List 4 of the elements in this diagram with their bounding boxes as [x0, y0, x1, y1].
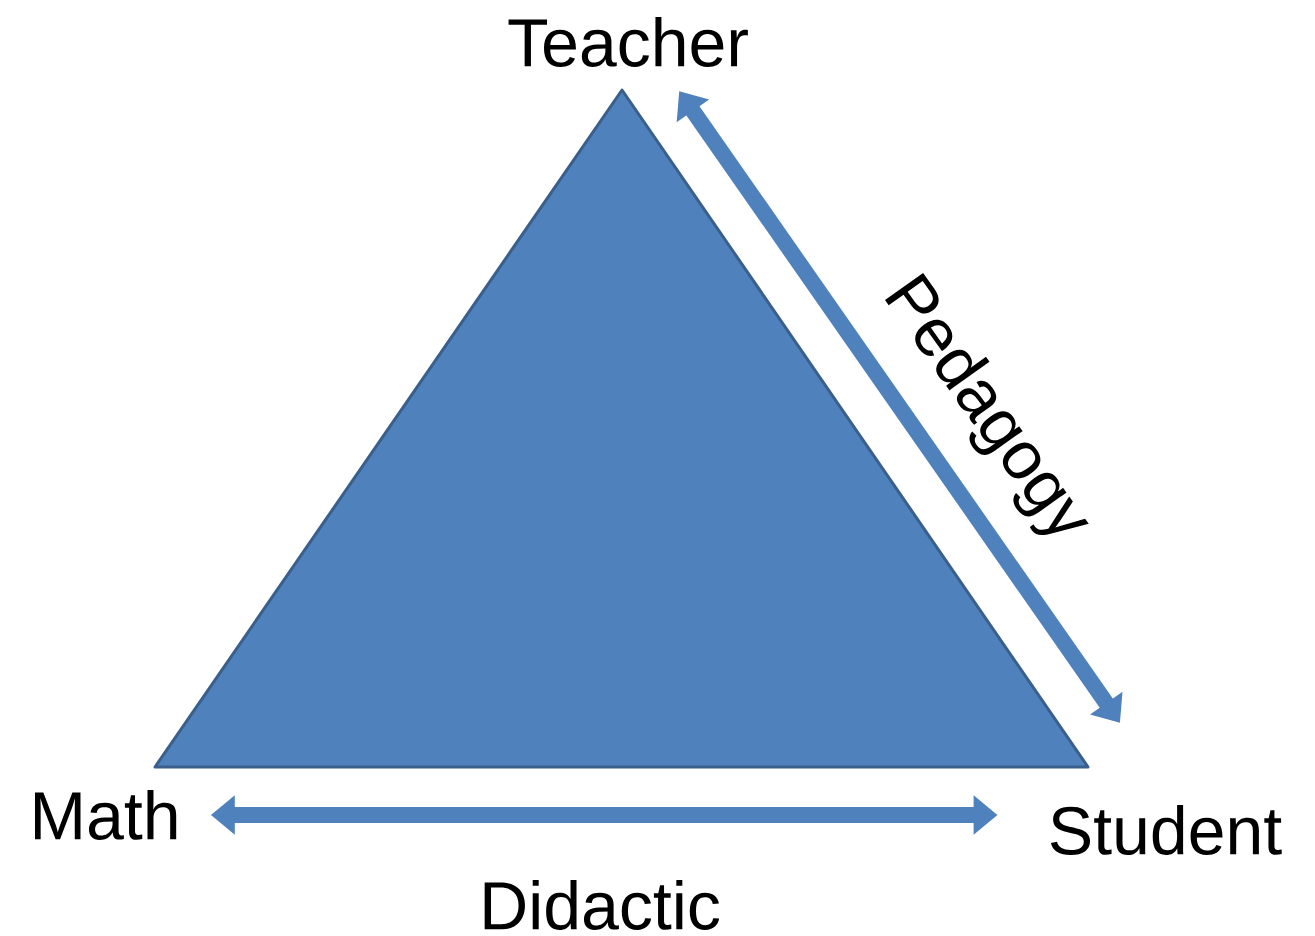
edge-label: Didactic	[484, 880, 720, 930]
node-label: Student	[1050, 805, 1282, 855]
node-label: Math	[35, 790, 177, 840]
node-label: Teacher	[508, 17, 748, 67]
